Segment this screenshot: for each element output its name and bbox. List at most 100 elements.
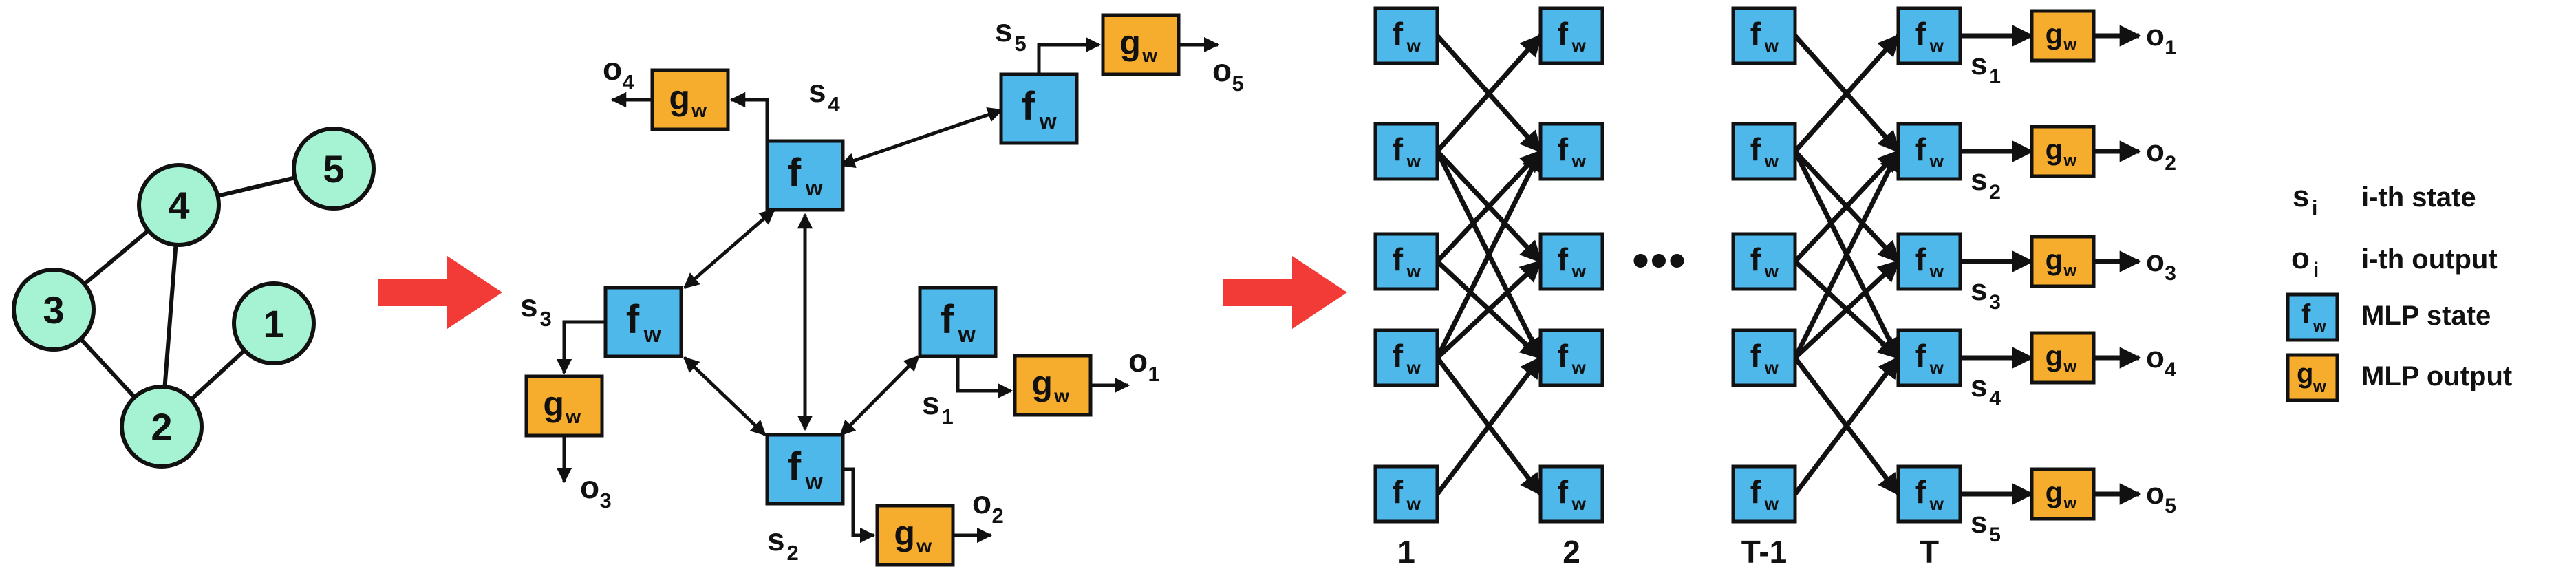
unf-g-box-3-sub: w (2063, 261, 2076, 280)
legend-mlp-state: f w MLP state (2286, 292, 2491, 342)
unf-ellipsis: ••• (1632, 233, 1687, 287)
enc-f-box-5-label: f (1022, 84, 1035, 129)
graph-node-1: 1 (232, 281, 316, 365)
unf-f-box-c2-r4-sub: w (1764, 357, 1779, 378)
unf-f-box-c3-r1-sub: w (1929, 35, 1944, 56)
unf-s1-index: 1 (1989, 65, 2001, 88)
unf-f-box-c2-r5-label: f (1750, 474, 1761, 510)
legend-mlp-output: g w MLP output (2286, 353, 2512, 402)
unf-o2-symbol: o (2146, 134, 2165, 168)
enc-arrow-f4-f5 (839, 107, 1004, 169)
enc-g-box-3-sub: w (565, 406, 581, 427)
unf-o3-index: 3 (2165, 262, 2176, 285)
graph-node-2: 2 (120, 385, 204, 469)
enc-s3-symbol: s (520, 288, 538, 323)
transform-arrow-2 (1223, 256, 1347, 329)
enc-arrow-f2-f1 (839, 355, 920, 436)
enc-g-box-4-sub: w (691, 100, 707, 121)
unf-f-box-c0-r5-label: f (1393, 474, 1404, 510)
enc-g-box-5-label: g (1119, 23, 1141, 62)
transform-arrow-1 (378, 256, 502, 329)
unf-g-box-4-sub: w (2063, 358, 2076, 376)
unf-time-label-2: 2 (1563, 534, 1580, 570)
unf-s2-symbol: s (1971, 163, 1987, 197)
enc-s5-index: 5 (1015, 32, 1027, 56)
unf-s2-index: 2 (1989, 181, 2001, 204)
unf-s3-symbol: s (1971, 273, 1987, 307)
legend-output-symbol: o (2291, 241, 2310, 275)
enc-f-box-2-sub: w (805, 469, 823, 494)
unf-f-box-c1-r2-label: f (1558, 131, 1569, 167)
enc-g-box-2-label: g (894, 514, 915, 552)
unf-f-box-c0-r2-label: f (1393, 131, 1404, 167)
input-graph: 1 2 3 4 5 (12, 127, 376, 469)
unf-f-box-c1-r1-sub: w (1571, 35, 1587, 56)
unf-f-box-c3-r2-label: f (1915, 131, 1926, 167)
enc-g-box-3-label: g (543, 385, 564, 423)
unf-f-box-c0-r5-sub: w (1406, 493, 1421, 514)
enc-s4-symbol: s (808, 73, 826, 109)
enc-s1-index: 1 (942, 405, 954, 429)
unf-f-box-c0-r2-sub: w (1406, 151, 1421, 171)
enc-f-box-1-label: f (941, 297, 954, 342)
graph-node-4: 4 (137, 163, 221, 247)
unf-f-box-c3-r3-label: f (1915, 241, 1926, 277)
graph-node-5-label: 5 (323, 147, 344, 191)
enc-arrow-f4-f3 (683, 208, 775, 289)
enc-f-box-2-label: f (788, 444, 802, 489)
unf-o1-symbol: o (2146, 19, 2165, 52)
enc-s1-symbol: s (922, 385, 940, 421)
enc-f-box-4-sub: w (805, 175, 823, 200)
unf-f-box-c3-r2-sub: w (1929, 151, 1944, 171)
unf-f-box-c2-r4-label: f (1750, 338, 1761, 374)
unf-f-box-c1-r5-sub: w (1571, 493, 1587, 514)
enc-conn-1 (956, 356, 1013, 399)
enc-conn-2 (841, 467, 876, 544)
unf-f-box-c1-r2-sub: w (1571, 151, 1587, 171)
enc-conn-4 (729, 92, 769, 175)
unf-f-box-c2-r5-sub: w (1764, 493, 1779, 514)
unf-o5-index: 5 (2165, 495, 2176, 517)
enc-s2-index: 2 (787, 541, 799, 565)
enc-f-box-1-sub: w (958, 322, 976, 347)
unf-o2-index: 2 (2165, 152, 2176, 175)
unf-f-box-c3-r4-label: f (1915, 338, 1926, 374)
legend-state-symbol: s (2293, 180, 2309, 213)
enc-conn-5 (1037, 36, 1102, 74)
unf-edge-c2-n5-to-n4 (1793, 356, 1900, 496)
unf-f-box-c3-r5-sub: w (1929, 493, 1944, 514)
enc-s2-symbol: s (767, 522, 785, 557)
unf-f-box-c0-r4-sub: w (1406, 357, 1421, 378)
enc-s4-index: 4 (828, 92, 841, 116)
enc-f-box-5-sub: w (1039, 109, 1057, 133)
unf-g-box-2-label: g (2046, 133, 2063, 166)
enc-s5-symbol: s (995, 12, 1013, 48)
unf-g-box-1-sub: w (2063, 36, 2076, 54)
legend-output-sub: i (2313, 259, 2319, 281)
legend-output-box-g: g (2297, 358, 2313, 389)
enc-g-box-2-sub: w (916, 535, 932, 557)
enc-o4-symbol: o (603, 51, 622, 87)
enc-o1-symbol: o (1128, 343, 1148, 378)
unf-s5-symbol: s (1971, 506, 1987, 539)
legend-state: s i i-th state (2293, 180, 2476, 219)
unf-g-box-2-sub: w (2063, 151, 2076, 170)
